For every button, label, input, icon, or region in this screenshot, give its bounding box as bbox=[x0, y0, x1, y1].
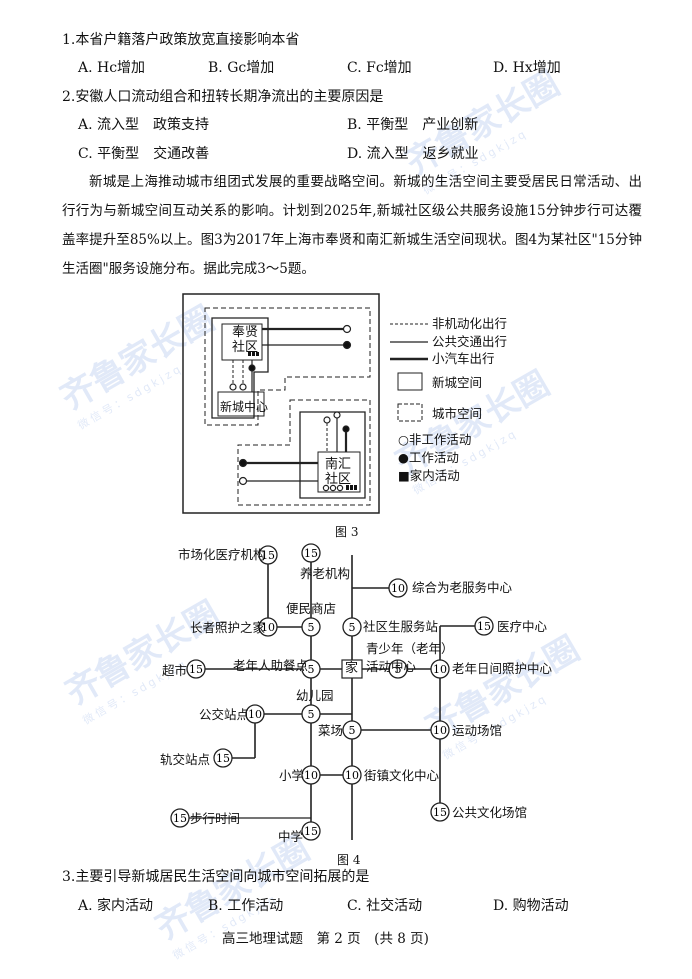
node-value: 15 bbox=[433, 806, 447, 819]
q3-stem: 3.主要引导新城居民生活空间向城市空间拓展的是 bbox=[62, 869, 370, 885]
legend-home: ■家内活动 bbox=[398, 468, 460, 483]
node-label: 街镇文化中心 bbox=[364, 768, 440, 783]
node-value: 10 bbox=[304, 769, 318, 782]
node-value: 10 bbox=[433, 724, 447, 737]
node-circle bbox=[342, 617, 362, 637]
figure-3-caption: 图 3 bbox=[335, 525, 359, 539]
node-value: 5 bbox=[349, 621, 356, 634]
node-label: 市场化医疗机构 bbox=[178, 547, 266, 562]
fengxian-label-2: 社区 bbox=[232, 340, 259, 355]
node-label: 老年日间照护中心 bbox=[452, 661, 553, 676]
legend-car: 小汽车出行 bbox=[432, 351, 495, 366]
node-circle bbox=[301, 704, 321, 724]
node-label: 养老机构 bbox=[300, 566, 351, 581]
node-label: 超市 bbox=[162, 663, 188, 678]
node-circle bbox=[245, 704, 265, 724]
node-circle bbox=[388, 659, 408, 679]
q3-option-b[interactable]: B. 工作活动 bbox=[208, 898, 284, 914]
node-label: 医疗中心 bbox=[497, 619, 548, 634]
q1-option-c[interactable]: C. Fc增加 bbox=[347, 60, 412, 76]
node-circle bbox=[388, 578, 408, 598]
q3-option-a[interactable]: A. 家内活动 bbox=[78, 898, 154, 914]
home-node-label: 家 bbox=[345, 661, 359, 676]
node-value: 5 bbox=[308, 663, 315, 676]
node-circle bbox=[170, 808, 190, 828]
q2-option-d[interactable]: D. 流入型 返乡就业 bbox=[347, 146, 479, 162]
nanhui-label-1: 南汇 bbox=[325, 457, 352, 472]
node-label: 幼儿园 bbox=[296, 688, 334, 703]
passage: 新城是上海推动城市组团式发展的重要战略空间。新城的生活空间主要受居民日常活动、出… bbox=[62, 174, 642, 277]
q1-stem: 1.本省户籍落户政策放宽直接影响本省 bbox=[62, 32, 300, 48]
node-circle bbox=[213, 748, 233, 768]
node-circle bbox=[258, 545, 278, 565]
node-circle bbox=[474, 616, 494, 636]
node-circle bbox=[301, 659, 321, 679]
legend-transit: 公共交通出行 bbox=[432, 334, 508, 349]
node-label: 老年人助餐点 bbox=[233, 658, 309, 673]
node-circle bbox=[342, 765, 362, 785]
node-label: 轨交站点 bbox=[160, 752, 211, 767]
q2-stem: 2.安徽人口流动组合和扭转长期净流出的主要原因是 bbox=[62, 89, 384, 105]
node-value: 10 bbox=[261, 621, 275, 634]
node-circle bbox=[430, 802, 450, 822]
node-value: 15 bbox=[304, 547, 318, 560]
node-label: 菜场 bbox=[318, 723, 344, 738]
node-circle bbox=[301, 617, 321, 637]
nanhui-label-2: 社区 bbox=[325, 472, 352, 487]
node-circle bbox=[301, 821, 321, 841]
node-value: 5 bbox=[395, 663, 402, 676]
q1-option-b[interactable]: B. Gc增加 bbox=[208, 60, 275, 76]
fig4-nodes: 15 15 10 5 10 5 15 5 5 10 15 5 10 5 10 15 10 10 15 15 15 bbox=[170, 543, 494, 841]
q2-option-b[interactable]: B. 平衡型 产业创新 bbox=[347, 117, 479, 133]
node-circle bbox=[342, 720, 362, 740]
node-value: 15 bbox=[261, 549, 275, 562]
node-label: 步行时间 bbox=[190, 811, 241, 826]
node-value: 15 bbox=[189, 663, 203, 676]
node-value: 10 bbox=[433, 663, 447, 676]
q2-option-c[interactable]: C. 平衡型 交通改善 bbox=[78, 146, 210, 162]
node-value: 15 bbox=[304, 825, 318, 838]
legend-nonmotor: 非机动化出行 bbox=[432, 316, 508, 331]
node-label: 便民商店 bbox=[286, 601, 337, 616]
xincheng-center-label: 新城中心 bbox=[220, 400, 269, 414]
node-value: 5 bbox=[308, 621, 315, 634]
node-label: 小学 bbox=[279, 768, 305, 783]
node-value: 10 bbox=[391, 582, 405, 595]
node-label: 公共文化场馆 bbox=[452, 805, 528, 820]
node-label: 中学 bbox=[278, 829, 304, 844]
fengxian-label-1: 奉贤 bbox=[232, 325, 259, 340]
node-circle bbox=[258, 617, 278, 637]
node-circle bbox=[301, 543, 321, 563]
node-value: 10 bbox=[248, 708, 262, 721]
node-label: 运动场馆 bbox=[452, 723, 503, 738]
node-value: 5 bbox=[349, 724, 356, 737]
node-circle bbox=[301, 765, 321, 785]
node-label: 长者照护之家 bbox=[190, 620, 266, 635]
q3-option-d[interactable]: D. 购物活动 bbox=[493, 898, 569, 914]
node-label: 公交站点 bbox=[199, 707, 250, 722]
legend-work: ●工作活动 bbox=[398, 450, 459, 465]
q2-option-a[interactable]: A. 流入型 政策支持 bbox=[78, 117, 210, 133]
node-value: 15 bbox=[477, 620, 491, 633]
node-label: 青少年（老年）活动中心 bbox=[366, 641, 454, 674]
node-circle bbox=[430, 659, 450, 679]
node-circle bbox=[430, 720, 450, 740]
q3-option-c[interactable]: C. 社交活动 bbox=[347, 898, 423, 914]
node-value: 15 bbox=[173, 812, 187, 825]
node-value: 5 bbox=[308, 708, 315, 721]
q1-option-d[interactable]: D. Hx增加 bbox=[493, 60, 561, 76]
page-footer: 高三地理试题 第 2 页 (共 8 页) bbox=[222, 931, 429, 947]
node-label: 综合为老服务中心 bbox=[412, 580, 513, 595]
node-circle bbox=[186, 659, 206, 679]
figure-4-caption: 图 4 bbox=[337, 853, 361, 867]
legend-urban: 城市空间 bbox=[432, 406, 483, 421]
node-value: 15 bbox=[216, 752, 230, 765]
q1-option-a[interactable]: A. Hc增加 bbox=[78, 60, 146, 76]
node-label: 社区生服务站 bbox=[363, 619, 439, 634]
legend-new-city: 新城空间 bbox=[432, 375, 483, 390]
node-value: 10 bbox=[345, 769, 359, 782]
legend-non-work: ○非工作活动 bbox=[398, 432, 472, 447]
